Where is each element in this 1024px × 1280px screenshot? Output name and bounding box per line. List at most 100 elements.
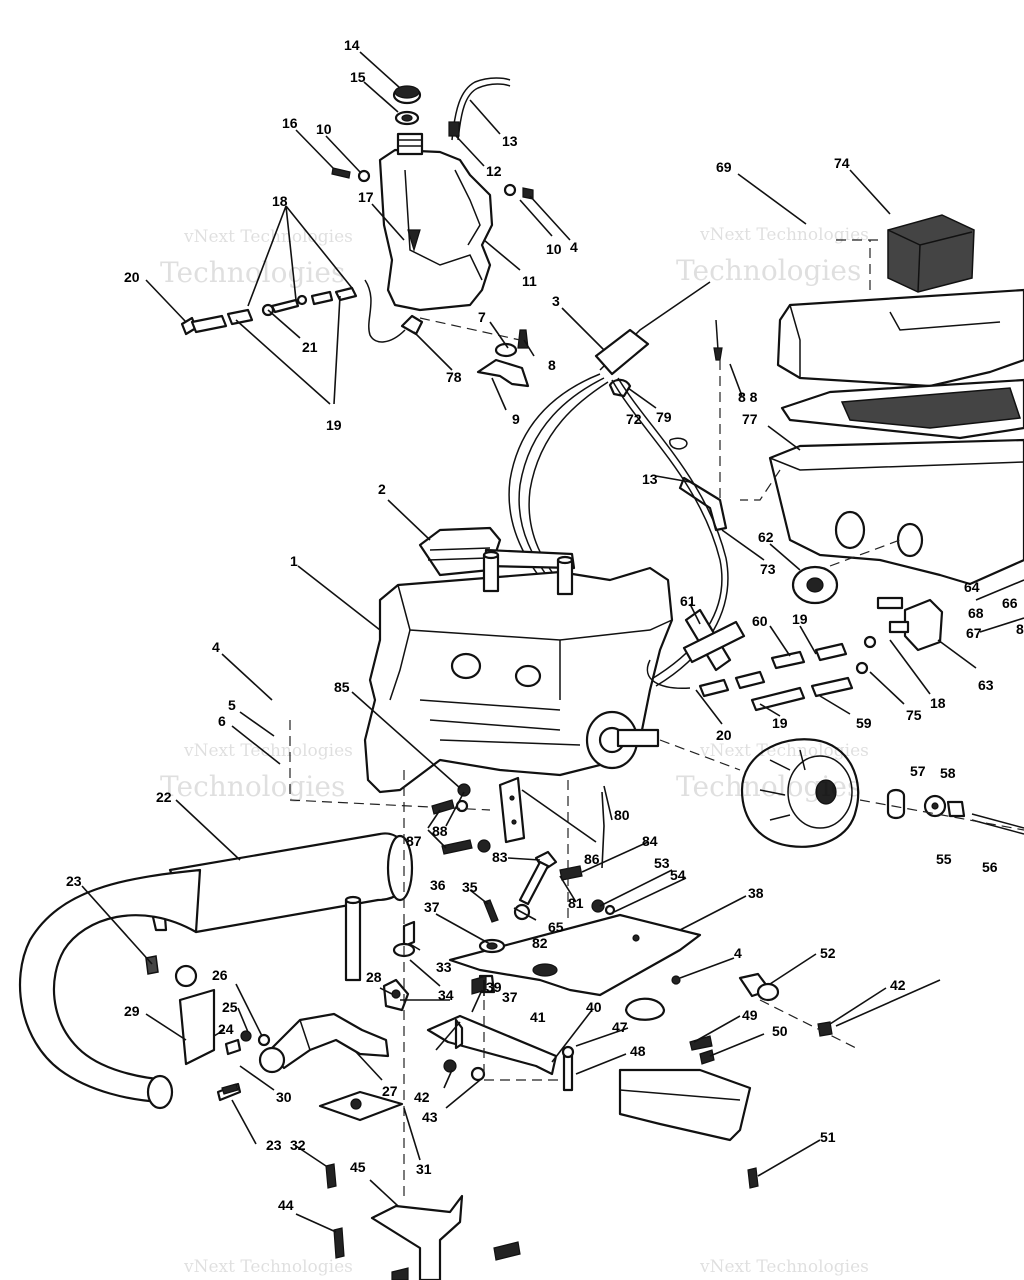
callout-23b: 23 — [266, 1137, 282, 1153]
callout-6: 6 — [218, 713, 226, 729]
callout-15: 15 — [350, 69, 366, 85]
callout-7: 7 — [478, 309, 486, 325]
callout-72: 72 — [626, 411, 642, 427]
vent-hose — [448, 77, 511, 141]
callout-16: 16 — [282, 115, 298, 131]
callout-14: 14 — [344, 37, 360, 53]
callout-69: 69 — [716, 159, 732, 175]
callout-84: 84 — [642, 833, 658, 849]
callout-2: 2 — [378, 481, 386, 497]
callout-18a: 18 — [272, 193, 288, 209]
callout-48: 48 — [630, 1043, 646, 1059]
callout-86: 86 — [584, 851, 600, 867]
callout-1: 1 — [290, 553, 298, 569]
callout-87: 87 — [406, 833, 422, 849]
callout-79: 79 — [656, 409, 672, 425]
bolts-right — [561, 1035, 759, 1189]
callout-66: 66 — [1002, 595, 1018, 611]
callout-50: 50 — [772, 1023, 788, 1039]
svg-text:vNext Technologies: vNext Technologies — [183, 227, 353, 247]
callout-10b: 10 — [546, 241, 562, 257]
callout-78: 78 — [446, 369, 462, 385]
callout-43: 43 — [422, 1109, 438, 1125]
callout-23a: 23 — [66, 873, 82, 889]
callout-17: 17 — [358, 189, 374, 205]
callout-4b: 4 — [212, 639, 220, 655]
callout-68: 68 — [968, 605, 984, 621]
right-fuel-lines — [698, 635, 877, 712]
svg-text:Technologies: Technologies — [676, 254, 861, 287]
callout-19a: 19 — [326, 417, 342, 433]
callout-13a: 13 — [502, 133, 518, 149]
callout-42a: 42 — [890, 977, 906, 993]
callout-59: 59 — [856, 715, 872, 731]
callout-19c: 19 — [772, 715, 788, 731]
callout-88a: 88 — [432, 823, 448, 839]
callout-61: 61 — [680, 593, 696, 609]
callout-42b: 42 — [414, 1089, 430, 1105]
callout-numbers: 14 15 16 10 17 18 13 12 10 4 11 20 21 19… — [66, 37, 1024, 1213]
callout-51: 51 — [820, 1129, 836, 1145]
fuel-pump — [876, 596, 944, 652]
callout-64: 64 — [964, 579, 980, 595]
callout-77: 77 — [742, 411, 758, 427]
callout-24: 24 — [218, 1021, 234, 1037]
callout-40: 40 — [586, 999, 602, 1015]
callout-4a: 4 — [570, 239, 578, 255]
chassis-section — [618, 1068, 752, 1142]
svg-text:Technologies: Technologies — [676, 770, 861, 803]
callout-57: 57 — [910, 763, 926, 779]
svg-text:Technologies: Technologies — [160, 256, 345, 289]
svg-text:Technologies: Technologies — [160, 770, 345, 803]
oil-tank — [378, 132, 494, 312]
callout-18b: 18 — [930, 695, 946, 711]
callout-56: 56 — [982, 859, 998, 875]
fuel-pump-mount — [624, 972, 833, 1037]
callout-80: 80 — [614, 807, 630, 823]
expansion-chamber — [18, 868, 202, 1110]
callout-74: 74 — [834, 155, 850, 171]
muffler-link — [513, 850, 583, 921]
callout-58: 58 — [940, 765, 956, 781]
callout-41: 41 — [530, 1009, 546, 1025]
callout-54: 54 — [670, 867, 686, 883]
callout-63: 63 — [978, 677, 994, 693]
engine-block — [363, 566, 674, 794]
engine-plate — [448, 913, 702, 997]
svg-text:vNext Technologies: vNext Technologies — [183, 1257, 353, 1277]
callout-25: 25 — [222, 999, 238, 1015]
callout-45: 45 — [350, 1159, 366, 1175]
callout-38: 38 — [748, 885, 764, 901]
callout-33: 33 — [436, 959, 452, 975]
exhaust-manifold — [258, 1012, 390, 1074]
callout-10a: 10 — [316, 121, 332, 137]
callout-28: 28 — [366, 969, 382, 985]
callout-32: 32 — [290, 1137, 306, 1153]
muffler-bracket-lower — [426, 1014, 558, 1082]
callout-49: 49 — [742, 1007, 758, 1023]
callout-26: 26 — [212, 967, 228, 983]
callout-20a: 20 — [124, 269, 140, 285]
recoil-starter — [740, 738, 860, 848]
callout-22: 22 — [156, 789, 172, 805]
svg-text:vNext Technologies: vNext Technologies — [699, 1257, 869, 1277]
exhaust-hardware-left — [174, 964, 271, 1102]
callout-35: 35 — [462, 879, 478, 895]
callout-82: 82 — [532, 935, 548, 951]
callout-8e: 8 — [1016, 621, 1024, 637]
callout-37a: 37 — [424, 899, 440, 915]
callout-5: 5 — [228, 697, 236, 713]
callout-13b: 13 — [642, 471, 658, 487]
muffler — [148, 832, 414, 982]
leader-lines — [81, 51, 1024, 1233]
air-box-cover — [776, 288, 1024, 388]
callout-12: 12 — [486, 163, 502, 179]
alignment-lines — [289, 239, 1024, 1200]
callout-36: 36 — [430, 877, 446, 893]
callout-19b: 19 — [792, 611, 808, 627]
callout-44: 44 — [278, 1197, 294, 1213]
air-box-gasket — [780, 378, 1024, 440]
callout-27: 27 — [382, 1083, 398, 1099]
tank-bracket — [476, 358, 530, 388]
